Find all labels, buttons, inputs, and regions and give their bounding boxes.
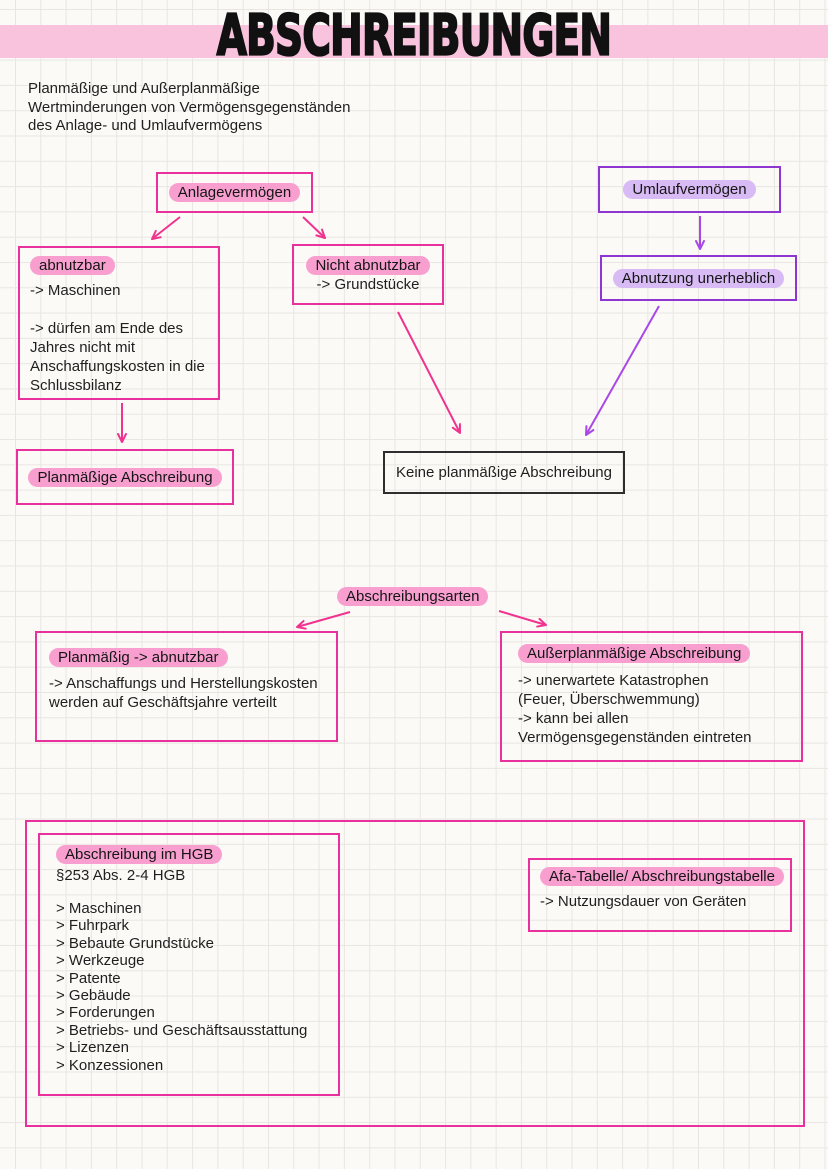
node-planmaessige-abschreibung: Planmäßige Abschreibung <box>16 449 234 505</box>
node-body: -> Maschinen -> dürfen am Ende des Jahre… <box>30 281 208 395</box>
page-subtitle: Planmäßige und Außerplanmäßige Wertminde… <box>28 80 350 136</box>
list-item: > Betriebs- und Geschäftsausstattung <box>56 1021 308 1039</box>
body-line: -> Maschinen <box>30 282 121 299</box>
node-abschreibung-im-hgb: Abschreibung im HGB §253 Abs. 2-4 HGB > … <box>38 833 340 1096</box>
body-line: Jahres nicht mit <box>30 339 136 356</box>
highlight-label: abnutzbar <box>30 256 115 275</box>
highlight-label: Abschreibung im HGB <box>56 845 223 864</box>
body-line: Anschaffungskosten in die <box>30 358 205 375</box>
bottom-section-frame <box>25 820 805 1127</box>
node-abschreibungsarten: Abschreibungsarten <box>337 587 489 606</box>
subtitle-line: des Anlage- und Umlaufvermögens <box>28 117 263 134</box>
page-title: ABSCHREIBUNGEN <box>216 2 613 70</box>
list-item: > Lizenzen <box>56 1039 129 1057</box>
node-body: -> Nutzungsdauer von Geräten <box>540 892 780 911</box>
node-umlaufvermoegen: Umlaufvermögen <box>598 166 781 213</box>
node-abnutzung-unerheblich: Abnutzung unerheblich <box>600 255 797 301</box>
list-item: > Patente <box>56 969 121 987</box>
body-line: -> Anschaffungs und Herstellungskosten <box>49 675 318 692</box>
body-line <box>30 300 208 319</box>
node-keine-planmaessige-abschreibung: Keine planmäßige Abschreibung <box>383 451 625 494</box>
body-line: -> Grundstücke <box>316 275 420 293</box>
list-item: > Konzessionen <box>56 1056 164 1074</box>
body-line: (Feuer, Überschwemmung) <box>518 691 700 708</box>
highlight-label: Umlaufvermögen <box>623 180 756 199</box>
body-line: -> dürfen am Ende des <box>30 320 184 337</box>
node-nicht-abnutzbar: Nicht abnutzbar -> Grundstücke <box>292 244 444 305</box>
body-line: werden auf Geschäftsjahre verteilt <box>49 694 277 711</box>
highlight-label: Außerplanmäßige Abschreibung <box>518 644 751 663</box>
node-label: Keine planmäßige Abschreibung <box>396 464 612 481</box>
highlight-label: Planmäßig -> abnutzbar <box>49 648 228 667</box>
list-item: > Werkzeuge <box>56 952 145 970</box>
highlight-label: Afa-Tabelle/ Abschreibungstabelle <box>540 867 784 886</box>
title-highlight-band <box>0 25 828 58</box>
list-item: > Maschinen <box>56 900 142 917</box>
highlight-label: Anlagevermögen <box>168 183 301 202</box>
node-anlagevermoegen: Anlagevermögen <box>156 172 313 213</box>
highlight-label: Abnutzung unerheblich <box>612 268 785 288</box>
body-line: -> kann bei allen <box>518 710 629 727</box>
list-item: > Bebaute Grundstücke <box>56 934 215 952</box>
node-body: -> Anschaffungs und Herstellungskosten w… <box>49 674 324 712</box>
highlight-label: Planmäßige Abschreibung <box>28 467 222 487</box>
list-item: > Forderungen <box>56 1004 155 1022</box>
list-item: > Gebäude <box>56 987 131 1005</box>
subtitle-line: Planmäßige und Außerplanmäßige <box>28 80 260 97</box>
node-planmaessig-abnutzbar: Planmäßig -> abnutzbar -> Anschaffungs u… <box>35 631 338 742</box>
hgb-paragraph-ref: §253 Abs. 2-4 HGB <box>56 867 186 884</box>
body-line: -> unerwartete Katastrophen <box>518 672 709 689</box>
highlight-label: Nicht abnutzbar <box>306 255 430 275</box>
node-ausserplanmaessige-abschreibung: Außerplanmäßige Abschreibung -> unerwart… <box>500 631 803 762</box>
body-line: Vermögensgegenständen eintreten <box>518 729 752 746</box>
body-line: -> Nutzungsdauer von Geräten <box>540 893 747 910</box>
node-afa-tabelle: Afa-Tabelle/ Abschreibungstabelle -> Nut… <box>528 858 792 932</box>
subtitle-line: Wertminderungen von Vermögensgegenstände… <box>28 98 351 116</box>
body-line: Schlussbilanz <box>30 377 122 394</box>
node-body: -> unerwartete Katastrophen (Feuer, Über… <box>518 671 785 747</box>
hgb-item-list: > Maschinen > Fuhrpark > Bebaute Grundst… <box>56 900 322 1074</box>
node-abnutzbar: abnutzbar -> Maschinen -> dürfen am Ende… <box>18 246 220 400</box>
list-item: > Fuhrpark <box>56 917 129 935</box>
